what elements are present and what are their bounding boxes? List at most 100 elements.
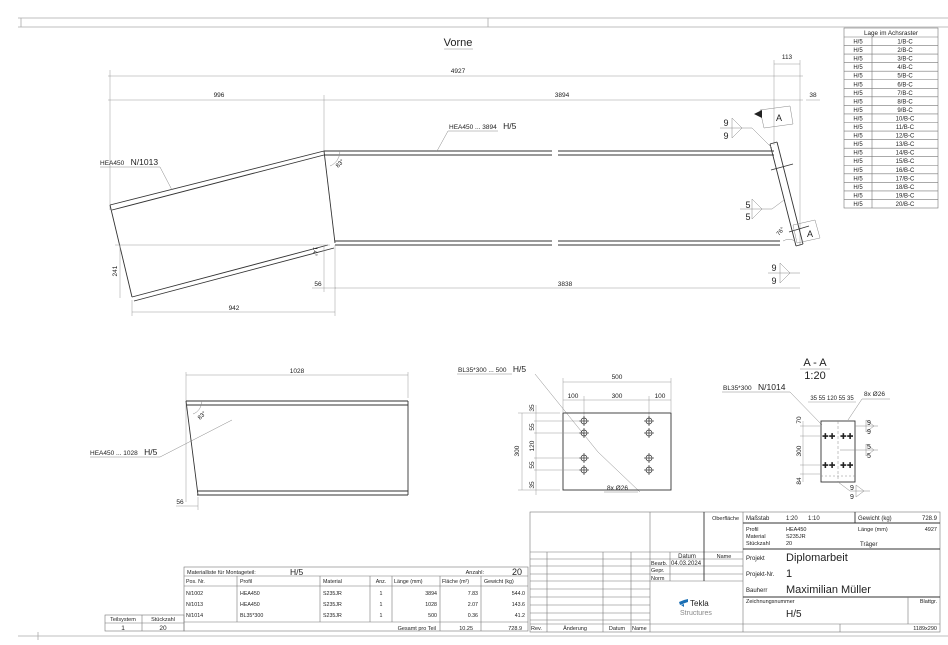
material-list-total-area: 10.25 <box>459 626 473 632</box>
angle-14: 14° <box>311 247 317 257</box>
axis-table-assembly: H/5 <box>853 65 863 71</box>
material-list-cell: 143.6 <box>512 602 525 608</box>
part-type: Träger <box>860 542 877 548</box>
drawing-no-label: Zeichnungsnummer <box>746 599 795 605</box>
axis-table-position: 3/B-C <box>897 57 913 63</box>
tekla-logo-line2: Structures <box>680 610 712 617</box>
plate-dim-55-a: 55 <box>529 423 536 431</box>
material-list-cell: 1028 <box>425 602 437 608</box>
plate-dim-120: 120 <box>529 440 536 451</box>
material-label: Material <box>746 534 766 540</box>
axis-table-assembly: H/5 <box>853 176 863 182</box>
axis-table-position: 2/B-C <box>897 48 913 54</box>
axis-table-header: Lage im Achsraster <box>864 30 918 37</box>
material-value: S235JR <box>786 534 806 540</box>
angle-76: 76° <box>776 226 787 237</box>
rev-label: Rev. <box>531 626 542 632</box>
weight-label: Gewicht (kg) <box>858 516 892 522</box>
client-value: Maximilian Müller <box>786 584 871 596</box>
section-weld-top: 9 9 <box>855 419 878 436</box>
axis-table-assembly: H/5 <box>853 125 863 131</box>
section-a-top: A <box>776 113 782 123</box>
section-view: A - A 1:20 BL35*300 N/1014 35 55 120 55 … <box>722 357 890 501</box>
count-value: 20 <box>786 541 792 547</box>
count-label: Stückzahl <box>746 541 770 547</box>
plate-dim-300-h: 300 <box>612 393 623 400</box>
drawn-label: Bearb. <box>651 561 668 567</box>
dim-942: 942 <box>229 305 240 312</box>
section-dim-84: 84 <box>796 477 803 485</box>
material-list-cell: 1 <box>380 591 383 597</box>
axis-table-position: 20/B-C <box>896 202 915 208</box>
project-no-label: Projekt-Nr. <box>746 572 775 578</box>
angle-83: 83° <box>335 158 346 169</box>
subsystem-table: Teilsystem Stückzahl 1 20 <box>104 614 185 632</box>
axis-table-position: 7/B-C <box>897 91 913 97</box>
section-title: A - A <box>803 357 827 369</box>
material-list-cell: 41.2 <box>515 613 525 619</box>
plate-dim-55-b: 55 <box>529 461 536 469</box>
section-weld-bottom: 9 9 <box>837 481 870 501</box>
section-holes-label: 8x Ø26 <box>864 391 885 398</box>
axis-table-assembly: H/5 <box>853 202 863 208</box>
axis-position-table: Lage im Achsraster H/5 1/B-C H/5 2/B-C H/5 3/… <box>843 27 939 209</box>
norm-label: Norm <box>651 576 665 582</box>
section-dim-300: 300 <box>796 445 803 456</box>
material-list-count-label: Anzahl: <box>466 570 485 576</box>
material-list-header: Profil <box>240 579 252 585</box>
dim-38: 38 <box>809 92 817 99</box>
weld-symbol-bottom: 9 9 <box>768 262 800 286</box>
axis-table-position: 6/B-C <box>897 82 913 88</box>
plate-dim-100-left: 100 <box>568 393 579 400</box>
axis-table-position: 1/B-C <box>897 40 913 46</box>
profile-value: HEA450 <box>786 527 807 533</box>
axis-table-assembly: H/5 <box>853 151 863 157</box>
material-list-cell: 7.83 <box>468 591 478 597</box>
material-list-total-label: Gesamt pro Teil <box>398 626 436 632</box>
change-label: Änderung <box>563 625 587 632</box>
title-block: Rev. Änderung Datum Name Oberfläche Datu… <box>529 511 941 633</box>
axis-table-position: 8/B-C <box>897 99 913 105</box>
length-value: 4927 <box>925 527 937 533</box>
section-weld-bottom-a: 9 <box>850 485 854 492</box>
section-marker-bottom <box>792 219 821 244</box>
axis-table-position: 12/B-C <box>896 134 915 140</box>
plate-dim-300-v: 300 <box>514 445 521 456</box>
section-dims-top: 35 55 120 55 35 <box>810 396 854 402</box>
weld-bottom-b: 9 <box>771 276 776 286</box>
dim-3838: 3838 <box>558 281 573 288</box>
axis-table-position: 10/B-C <box>896 116 915 122</box>
material-list-cell: HEA450 <box>240 602 260 608</box>
subsystem-col1: Teilsystem <box>110 617 136 623</box>
section-weld-mid-a: 5 <box>867 444 871 451</box>
subsystem-val1: 1 <box>121 625 125 632</box>
axis-table-assembly: H/5 <box>853 82 863 88</box>
name-header: Name <box>717 554 732 560</box>
client-label: Bauherr <box>746 588 767 594</box>
axis-table-position: 17/B-C <box>896 176 915 182</box>
profile-label: Profil <box>746 527 759 533</box>
material-list-table: Materialliste für Montageteil: H/5 Anzah… <box>183 566 529 632</box>
subsystem-col2: Stückzahl <box>151 617 175 623</box>
tekla-logo: Tekla Structures <box>679 599 712 617</box>
label-main-beam: HEA450 ... 3894 H/5 <box>449 116 517 133</box>
axis-table-assembly: H/5 <box>853 185 863 191</box>
material-list-cell: S235JR <box>323 591 342 597</box>
axis-table-position: 13/B-C <box>896 142 915 148</box>
axis-table-assembly: H/5 <box>853 193 863 199</box>
label-plate: BL35*300 ... 500 H/5 <box>458 359 526 376</box>
plate-holes-label: 8x Ø26 <box>607 485 628 492</box>
material-list-cell: N/1002 <box>186 591 203 597</box>
label-section-plate: BL35*300 N/1014 <box>723 377 786 394</box>
axis-table-position: 9/B-C <box>897 108 913 114</box>
material-list-total-weight: 728.9 <box>508 626 522 632</box>
svg-text:✚✚: ✚✚ <box>822 432 836 441</box>
surface-label: Oberfläche <box>712 516 739 522</box>
axis-table-position: 18/B-C <box>896 185 915 191</box>
material-list-title: Materialliste für Montageteil: <box>187 570 256 576</box>
section-weld-mid-b: 5 <box>867 453 871 460</box>
dim-113: 113 <box>782 54 793 61</box>
material-list-header: Länge (mm) <box>394 579 423 585</box>
subsystem-val2: 20 <box>159 625 167 632</box>
